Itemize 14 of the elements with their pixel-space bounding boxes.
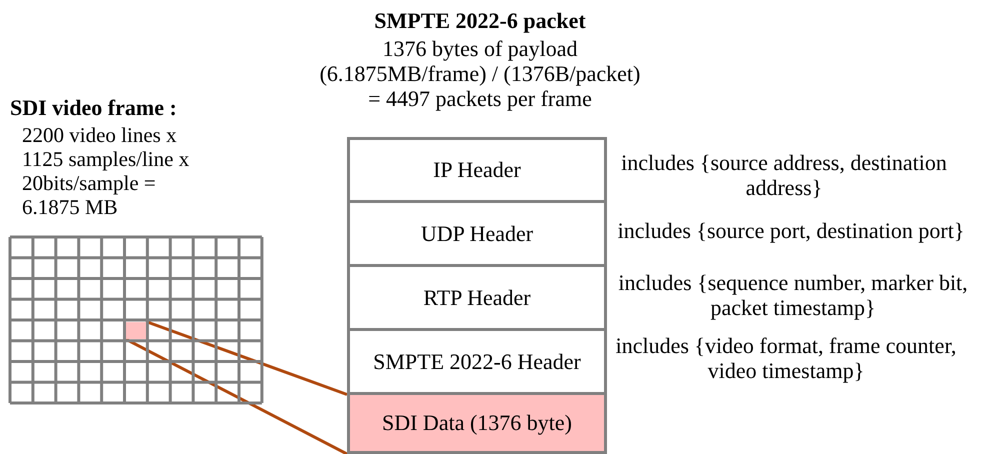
highlighted-pixel bbox=[126, 322, 146, 340]
payload-box: SDI Data (1376 byte) bbox=[347, 392, 607, 454]
field-list-note: includes {sequence number, marker bit, packet timestamp} bbox=[617, 270, 969, 320]
header-box: SMPTE 2022-6 Header bbox=[347, 328, 607, 395]
header-box: RTP Header bbox=[347, 264, 607, 331]
field-list-note: includes {source port, destination port} bbox=[616, 218, 966, 243]
header-box: IP Header bbox=[347, 137, 607, 203]
header-box: UDP Header bbox=[347, 200, 607, 267]
frame-description: 2200 video lines x 1125 samples/line x 20bits/sample = 6.1875 MB bbox=[22, 123, 190, 219]
field-list-note: includes {video format, frame counter, video timestamp} bbox=[614, 333, 958, 383]
packet-description: 1376 bytes of payload (6.1875MB/frame) / (1376B/packet) = 4497 packets per frame bbox=[318, 36, 642, 111]
field-list-note: includes {source address, destination address} bbox=[620, 150, 948, 200]
packet-heading: SMPTE 2022-6 packet bbox=[373, 8, 587, 34]
frame-heading: SDI video frame : bbox=[10, 95, 177, 121]
